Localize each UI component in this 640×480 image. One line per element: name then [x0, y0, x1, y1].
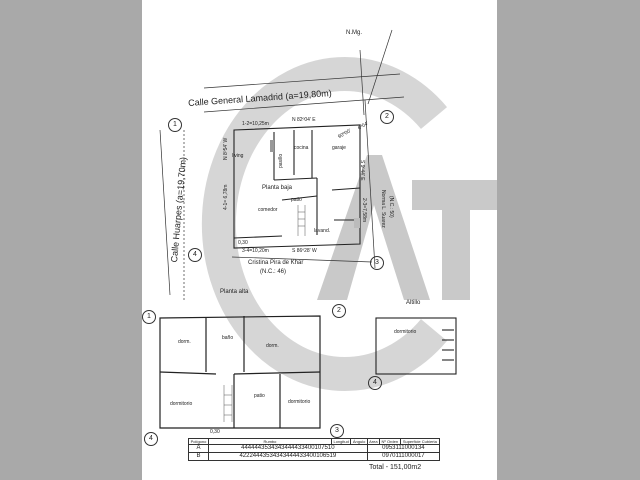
upper-room-dormitorio-1: dormitorio [170, 401, 193, 407]
neighbor-right-nc: (N.C.: 50) [388, 196, 394, 218]
room-cocina: cocina [294, 145, 309, 151]
dim-top: 1-2=10,25m [242, 121, 269, 127]
ground-floor-walls [233, 124, 361, 249]
watermark-letters [317, 155, 497, 300]
room-comedor: comedor [258, 207, 278, 213]
upper-offset: 0,30 [210, 429, 220, 435]
table-cell: 0970111000017 [366, 452, 441, 461]
floor-plan-sheet: N.Mg. Calle General Lamadrid (a=19,80m) … [142, 0, 497, 480]
marker-4-ground: 4 [188, 248, 202, 262]
table-header: Area [366, 438, 380, 445]
upper-floor-walls [159, 315, 321, 429]
room-living: living [232, 153, 244, 159]
dim-left: 4-1= 6,78m [223, 184, 229, 210]
upper-room-dormitorio-2: dormitorio [288, 399, 311, 405]
ground-offset: 0,30 [238, 240, 248, 246]
marker-4-upper: 4 [144, 432, 158, 446]
table-header: Polígono [188, 438, 209, 445]
table-cell: B [188, 452, 209, 461]
table-header: Nº Orden [378, 438, 401, 445]
table-header: Longitud [330, 438, 352, 445]
table-cell: 4444443534343444433400107510 [207, 444, 368, 453]
room-patio-ground: patio [291, 197, 302, 203]
ground-floor-title: Planta baja [262, 185, 293, 191]
street-lines [159, 29, 405, 300]
watermark-logo [201, 57, 447, 391]
angle-top: N 82º04' E [292, 117, 316, 123]
table-row: B 42224443534343444433400106519 09701110… [188, 452, 441, 461]
angle-left: N 8º54' W [223, 137, 229, 160]
table-header: Ángulo [350, 438, 368, 445]
upper-floor-title: Planta alta [220, 289, 249, 295]
neighbor-bottom-name: Cristina Pira de Khar [248, 260, 304, 266]
marker-3-ground: 3 [370, 256, 384, 270]
right-gray-margin [497, 0, 640, 480]
upper-room-dorm-2: dorm. [266, 343, 279, 349]
table-cell: A [188, 444, 209, 453]
upper-room-bano: baño [222, 335, 234, 341]
neighbor-bottom-nc: (N.C.: 46) [260, 269, 287, 275]
upper-room-dorm-1: dorm. [178, 339, 191, 345]
room-lavanderia: lavand. [314, 228, 331, 234]
attic-room: dormitorio [394, 329, 417, 335]
marker-3-upper: 3 [330, 424, 344, 438]
plan-drawing [159, 29, 497, 429]
total-area: Total - 151,00m2 [369, 464, 422, 471]
upper-room-patio: patio [254, 393, 265, 399]
table-cell: 42224443534343444433400106519 [207, 452, 368, 461]
attic-title: Altillo [406, 300, 421, 306]
table-header: Superficie Cubierta [399, 438, 441, 445]
table-row: A 4444443534343444433400107510 095311100… [188, 444, 441, 453]
stairs-upper [223, 385, 233, 422]
marker-1-ground: 1 [168, 118, 182, 132]
room-garaje: garaje [332, 145, 346, 151]
dim-right: 2-3=7,58m [361, 198, 367, 223]
angle-bottom: S 86º28' W [292, 248, 317, 254]
marker-1-upper: 1 [142, 310, 156, 324]
marker-4-attic: 4 [368, 376, 382, 390]
angle-right: S 9º44' E [359, 160, 365, 181]
left-gray-margin [0, 0, 142, 480]
polygon-table: Polígono Rumbo Longitud Ángulo Area Nº O… [188, 438, 441, 461]
marker-2-upper: 2 [332, 304, 346, 318]
room-pasillo: pasillo [278, 153, 284, 168]
north-label: N.Mg. [346, 30, 363, 36]
stairs-ground [270, 140, 360, 236]
attic-walls [375, 317, 457, 375]
neighbor-right-name: Norma L. Suarez [380, 190, 386, 228]
table-cell: 0953111000134 [366, 444, 441, 453]
dim-bottom: 3-4=10,20m [242, 248, 269, 254]
marker-2-ground: 2 [380, 110, 394, 124]
